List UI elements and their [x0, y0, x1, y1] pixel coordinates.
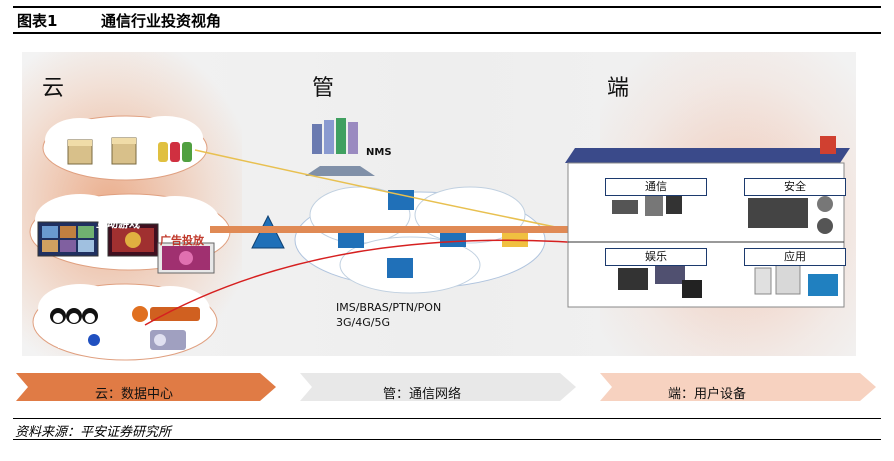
pipe-arrow [300, 373, 576, 401]
appliance-icon [754, 263, 838, 296]
ad-monitor-icon [157, 242, 215, 274]
emule-logo-icon [150, 330, 186, 350]
yellow-connection-line [194, 149, 596, 236]
red-connection-line [144, 239, 611, 326]
iptv-screens-icon [37, 221, 99, 257]
source-note: 资料来源：平安证券研究所 [15, 425, 172, 440]
source-bar: 资料来源：平安证券研究所 [13, 418, 881, 440]
ads-label: 广告投放 [160, 234, 204, 247]
house-applications-label: 应用 [784, 250, 806, 263]
footer-cloud-label: 云：数据中心 [95, 387, 174, 402]
figure-number: 图表1 [17, 12, 58, 30]
pps-logo-icon [132, 306, 200, 322]
figure-title-bar: 图表1 通信行业投资视角 [13, 6, 881, 34]
database-icon [158, 142, 192, 162]
house-comm-box: 通信 [605, 178, 707, 196]
router-icon [338, 190, 528, 278]
game-screen-icon [107, 223, 159, 257]
figure-title: 通信行业投资视角 [101, 12, 222, 30]
baidu-logo-icon [58, 332, 128, 348]
house-entertainment-box: 娱乐 [605, 248, 707, 266]
house-security-label: 安全 [784, 180, 806, 193]
qq-logo-icon [50, 308, 98, 324]
footer-pipe-label: 管：通信网络 [383, 387, 462, 402]
end-arrow [600, 373, 876, 401]
tv-icon [618, 264, 702, 298]
house-security-box: 安全 [744, 178, 846, 196]
house-comm-label: 通信 [645, 180, 667, 193]
column-head-cloud: 云 [42, 76, 65, 101]
phone-icon [612, 196, 682, 216]
iptv-label: IPTV [44, 208, 73, 221]
pipe-band [210, 226, 630, 233]
house-applications-box: 应用 [744, 248, 846, 266]
column-head-pipe: 管 [312, 76, 335, 101]
server-icon [67, 137, 137, 165]
cloud-arrow [16, 373, 276, 401]
security-camera-icon [748, 196, 833, 234]
nms-servers-icon [305, 118, 375, 176]
footer-end-label: 端：用户设备 [668, 387, 747, 402]
house-entertainment-label: 娱乐 [645, 250, 667, 263]
column-head-end: 端 [607, 76, 630, 101]
generations-label: 3G/4G/5G [336, 316, 390, 329]
games-label: 互动游戏 [96, 217, 140, 230]
protocols-label: IMS/BRAS/PTN/PON [336, 301, 442, 314]
nms-label: NMS [366, 147, 392, 158]
